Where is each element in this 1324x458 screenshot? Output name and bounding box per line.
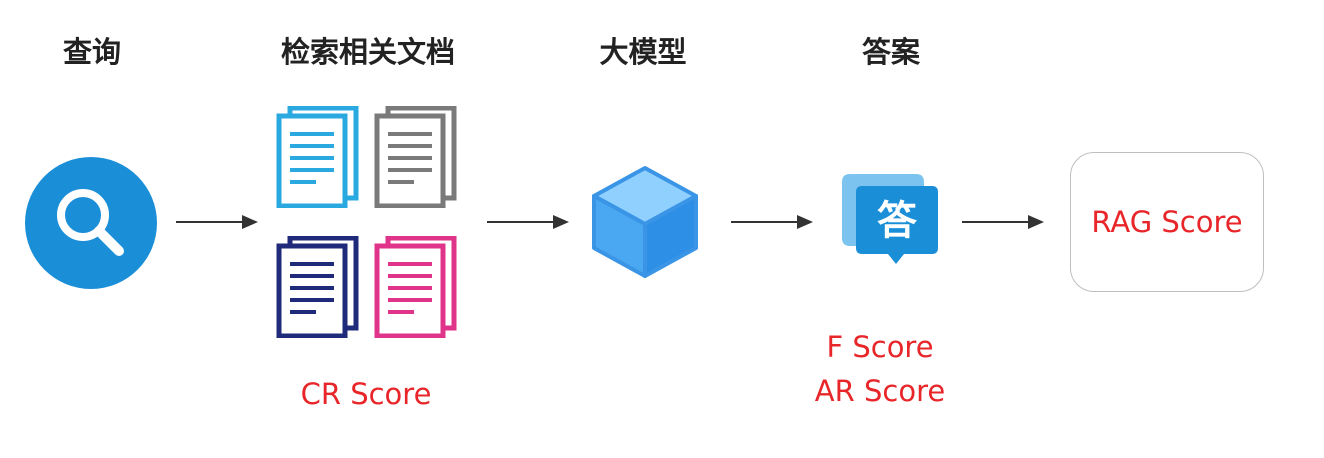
document-stack-icon [276,105,360,209]
rag-score-label: RAG Score [1091,205,1243,239]
arrow-llm-to-answer [731,212,815,236]
arrow-query-to-retrieve [176,212,260,236]
retrieve-heading: 检索相关文档 [280,35,456,69]
document-stack-icon [374,235,458,339]
answer-icon-char: 答 [877,198,918,244]
answer-heading: 答案 [861,35,921,69]
ar-score-label: AR Score [814,374,946,408]
rag-score-box: RAG Score [1070,152,1264,292]
f-score-label: F Score [826,330,934,364]
cr-score-label: CR Score [300,377,432,411]
document-stack-icon [374,105,458,209]
cube-icon [588,164,702,280]
llm-heading: 大模型 [599,35,687,69]
answer-icon: 答 [838,170,944,270]
search-icon [25,157,157,289]
document-stack-icon [276,235,360,339]
arrow-answer-to-result [962,212,1046,236]
query-heading: 查询 [62,35,122,69]
arrow-retrieve-to-llm [487,212,571,236]
